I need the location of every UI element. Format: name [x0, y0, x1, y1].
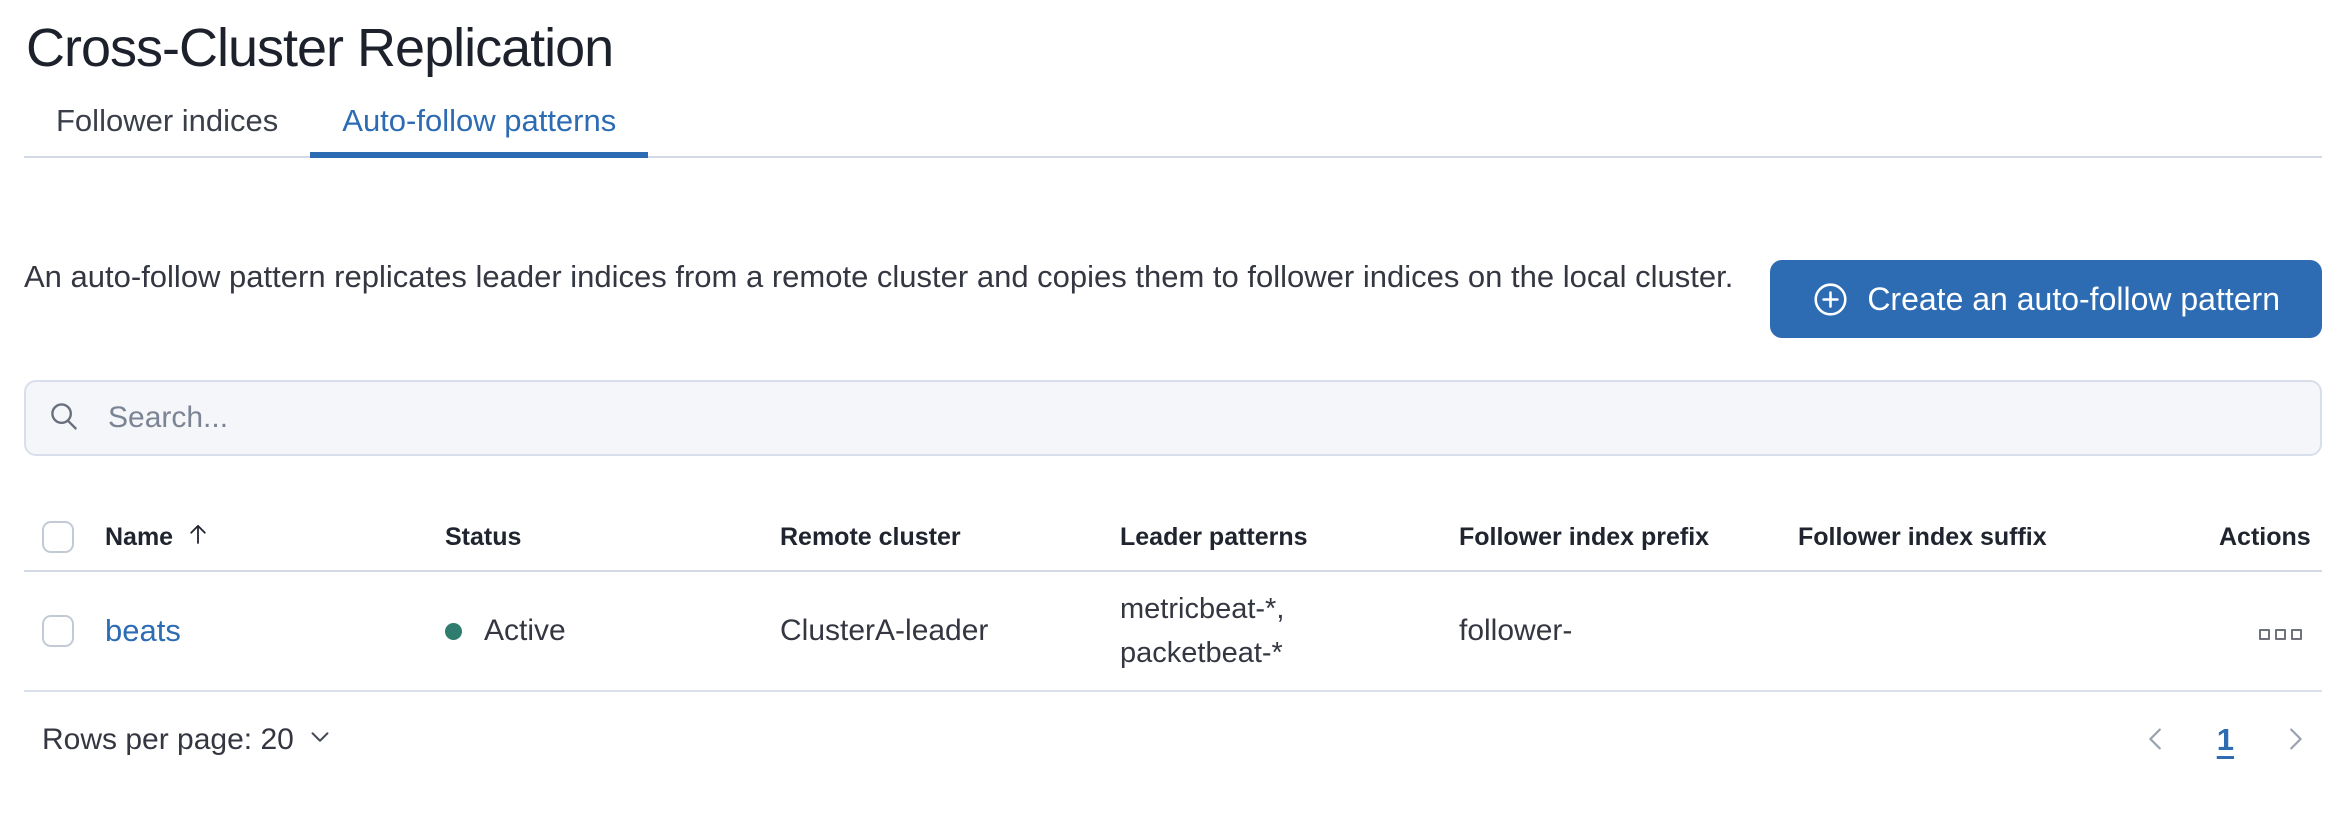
sort-ascending-icon	[185, 521, 211, 554]
column-header-name[interactable]: Name	[105, 521, 445, 554]
column-header-remote-cluster: Remote cluster	[780, 522, 961, 551]
cross-cluster-replication-page: Cross-Cluster Replication Follower indic…	[0, 16, 2336, 816]
intro-text: An auto-follow pattern replicates leader…	[24, 259, 1734, 294]
next-page-button[interactable]	[2280, 724, 2310, 757]
column-header-follower-index-prefix: Follower index prefix	[1459, 522, 1710, 551]
status-label: Active	[484, 614, 566, 647]
plus-in-circle-icon	[1812, 281, 1849, 318]
status-active-dot	[445, 622, 462, 640]
rows-per-page-label: Rows per page: 20	[42, 723, 294, 756]
previous-page-button[interactable]	[2141, 724, 2171, 757]
search-bar	[24, 380, 2322, 456]
tabbar: Follower indices Auto-follow patterns	[24, 90, 2322, 158]
chevron-left-icon	[2141, 724, 2171, 757]
section-header: An auto-follow pattern replicates leader…	[24, 254, 2322, 338]
table-footer: Rows per page: 20 1	[24, 722, 2322, 758]
auto-follow-patterns-table: Name Status Remote cluster Leader patter…	[24, 504, 2322, 758]
page-title: Cross-Cluster Replication	[26, 18, 614, 78]
follower-index-prefix-cell: follower-	[1459, 614, 1573, 647]
table-header-row: Name Status Remote cluster Leader patter…	[24, 504, 2322, 572]
row-actions-button[interactable]	[2253, 623, 2308, 646]
select-all-checkbox[interactable]	[42, 521, 74, 553]
column-header-follower-index-suffix: Follower index suffix	[1798, 522, 2047, 551]
rows-per-page-button[interactable]: Rows per page: 20	[42, 723, 332, 757]
tab-auto-follow-patterns[interactable]: Auto-follow patterns	[310, 90, 649, 158]
create-button-label: Create an auto-follow pattern	[1867, 280, 2280, 317]
chevron-right-icon	[2280, 724, 2310, 757]
leader-patterns-cell: metricbeat-*, packetbeat-*	[1120, 593, 1285, 669]
column-header-leader-patterns: Leader patterns	[1120, 522, 1308, 551]
table-row: beats Active ClusterA-leader metricbeat-…	[24, 572, 2322, 692]
search-input[interactable]	[108, 401, 2298, 435]
remote-cluster-cell: ClusterA-leader	[780, 614, 989, 647]
pagination: 1	[2141, 722, 2322, 758]
row-checkbox[interactable]	[42, 615, 74, 647]
create-auto-follow-pattern-button[interactable]: Create an auto-follow pattern	[1770, 260, 2322, 338]
boxes-horizontal-icon	[2259, 629, 2270, 640]
column-header-actions: Actions	[2219, 522, 2311, 551]
page-1-button[interactable]: 1	[2216, 722, 2234, 757]
tab-follower-indices[interactable]: Follower indices	[24, 90, 310, 156]
pattern-name-link[interactable]: beats	[105, 613, 181, 648]
chevron-down-icon	[308, 723, 332, 757]
column-header-name-label: Name	[105, 522, 174, 551]
status-cell: Active	[445, 614, 780, 648]
column-header-status: Status	[445, 522, 522, 551]
search-icon	[48, 400, 80, 437]
